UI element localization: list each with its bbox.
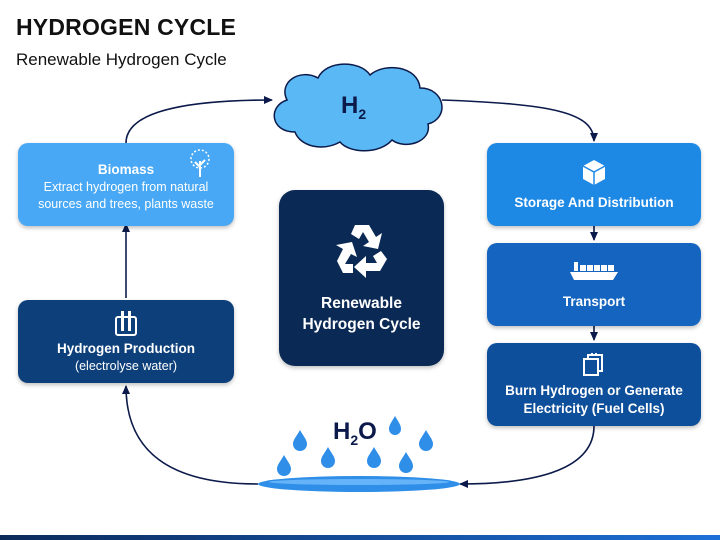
page-subtitle: Renewable Hydrogen Cycle: [16, 50, 227, 69]
arrow-water-to-production: [122, 385, 259, 485]
water-label: H2O: [333, 418, 377, 448]
node-transport: Transport: [487, 243, 701, 326]
fuel-cell-icon: [583, 352, 603, 376]
biomass-title: Biomass: [97, 161, 155, 177]
burn-line1: Burn Hydrogen or Generate: [505, 382, 683, 398]
water-drop-icon: [277, 455, 291, 476]
biomass-line2: sources and trees, plants waste: [38, 196, 214, 211]
burn-line2: Electricity (Fuel Cells): [523, 400, 665, 416]
cloud-label: H2: [341, 92, 367, 122]
box-icon: [582, 159, 606, 185]
water-drop-icon: [293, 430, 307, 451]
transport-title: Transport: [562, 293, 626, 309]
arrow-h2-to-storage: [441, 99, 598, 142]
page-title: HYDROGEN CYCLE: [16, 14, 237, 40]
node-hydrogen-production: Hydrogen Production (electrolyse water): [18, 300, 234, 383]
node-burn-hydrogen: Burn Hydrogen or Generate Electricity (F…: [487, 343, 701, 426]
cloud-shape: [273, 63, 443, 152]
tree-icon: [190, 149, 210, 177]
arrow-burn-to-water: [459, 425, 595, 488]
water-drop-icon: [419, 430, 433, 451]
biomass-line1: Extract hydrogen from natural: [43, 179, 209, 194]
water-drop-icon: [399, 452, 413, 473]
node-biomass: Biomass Extract hydrogen from natural so…: [18, 143, 234, 226]
water-drops: [277, 416, 433, 476]
production-title: Hydrogen Production: [57, 340, 195, 356]
production-subtitle: (electrolyse water): [74, 358, 178, 373]
water-drop-icon: [389, 416, 401, 435]
electrolyzer-icon: [115, 310, 137, 336]
center-line1: Renewable: [321, 295, 402, 312]
water-drop-icon: [367, 447, 381, 468]
water-drop-icon: [321, 447, 335, 468]
recycle-icon: [335, 225, 387, 278]
bottom-accent-bar: [0, 535, 720, 540]
arrow-biomass-to-h2: [125, 96, 273, 144]
ship-icon: [570, 261, 618, 280]
node-storage-distribution: Storage And Distribution: [487, 143, 701, 226]
center-card: Renewable Hydrogen Cycle: [279, 190, 444, 366]
center-line2: Hydrogen Cycle: [302, 316, 421, 333]
storage-title: Storage And Distribution: [514, 194, 674, 210]
